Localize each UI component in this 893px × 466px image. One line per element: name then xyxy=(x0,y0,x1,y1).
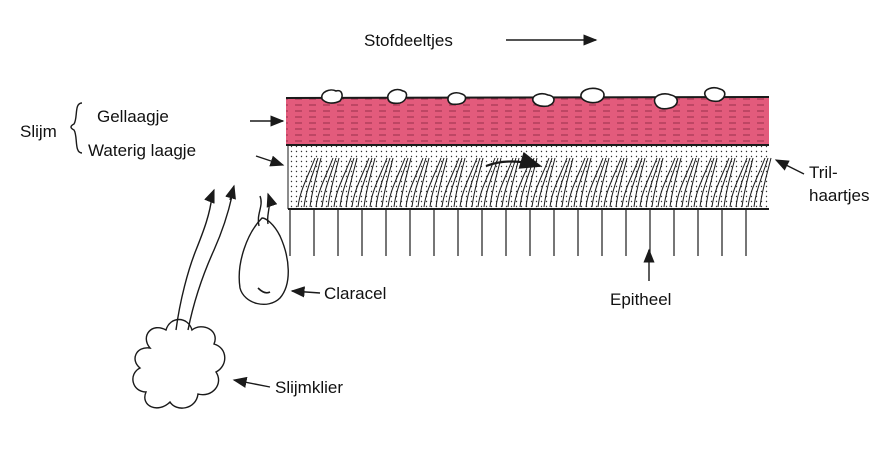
gland-duct-right xyxy=(188,196,232,330)
gellaagje-label: Gellaagje xyxy=(97,107,169,126)
gel-layer xyxy=(286,97,769,145)
haartjes-label: haartjes xyxy=(809,186,869,205)
gland-duct-left xyxy=(176,196,212,330)
clara-cell xyxy=(239,194,288,304)
waterig-laagje-label: Waterig laagje xyxy=(88,141,196,160)
waterig-laagje-pointer xyxy=(256,156,283,165)
dust-particle xyxy=(388,90,407,104)
claracel-label: Claracel xyxy=(324,284,386,303)
dust-particle xyxy=(655,94,678,109)
epitheel-label: Epitheel xyxy=(610,290,671,309)
clara-secretion-arrow xyxy=(268,194,270,224)
slijmklier-pointer xyxy=(234,380,270,387)
epithelium xyxy=(290,209,746,256)
slijmklier-label: Slijmklier xyxy=(275,378,343,397)
dust-particle xyxy=(581,88,604,102)
tril-label: Tril- xyxy=(809,163,838,182)
stofdeeltjes-label: Stofdeeltjes xyxy=(364,31,453,50)
gland-body xyxy=(133,320,225,409)
dust-particle xyxy=(705,88,725,101)
mucus-gland xyxy=(133,186,234,408)
trilhaartjes-pointer xyxy=(776,160,804,174)
dust-particle xyxy=(448,93,466,105)
slijm-brace xyxy=(71,103,82,153)
claracel-pointer xyxy=(292,291,320,293)
watery-layer xyxy=(288,145,769,209)
clara-secretion-line xyxy=(258,196,261,226)
dust-particle xyxy=(533,94,554,106)
dust-particle xyxy=(322,90,342,103)
slijm-label: Slijm xyxy=(20,122,57,141)
